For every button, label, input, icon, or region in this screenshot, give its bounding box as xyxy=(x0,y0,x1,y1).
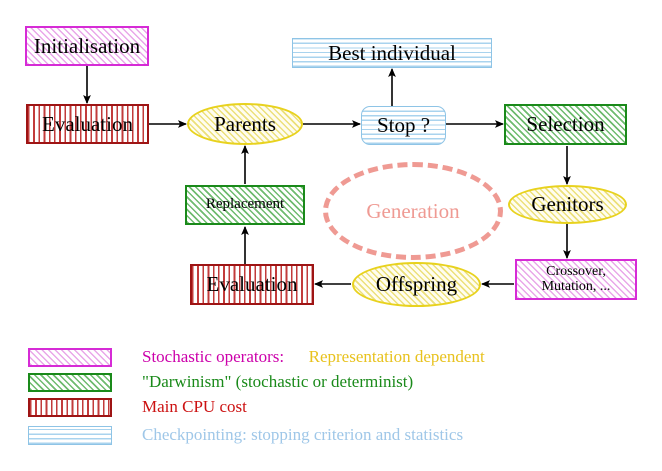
node-parents[interactable]: Parents xyxy=(187,103,303,145)
legend-label-darwinism: "Darwinism" (stochastic or determinist) xyxy=(142,372,414,391)
node-parents-label: Parents xyxy=(214,111,276,136)
legend-row-stochastic-operators: Stochastic operators: Representation dep… xyxy=(28,344,485,370)
node-replacement[interactable]: Replacement xyxy=(185,185,305,225)
node-genitors-label: Genitors xyxy=(531,192,604,217)
legend: Stochastic operators: Representation dep… xyxy=(0,336,662,471)
node-best-individual-label: Best individual xyxy=(328,40,456,65)
node-crossover-mutation[interactable]: Crossover, Mutation, ... xyxy=(515,259,637,300)
node-initialisation-label: Initialisation xyxy=(33,33,141,58)
legend-row-checkpointing: Checkpointing: stopping criterion and st… xyxy=(28,422,463,448)
node-replacement-label: Replacement xyxy=(205,196,285,213)
node-genitors[interactable]: Genitors xyxy=(508,185,627,224)
node-crossover-line-2: Mutation, ... xyxy=(541,278,611,294)
legend-label-representation-dependent: Representation dependent xyxy=(308,347,485,366)
legend-row-darwinism: "Darwinism" (stochastic or determinist) xyxy=(28,369,413,395)
node-selection[interactable]: Selection xyxy=(504,104,627,145)
node-stop[interactable]: Stop ? xyxy=(361,106,446,145)
node-stop-label: Stop ? xyxy=(376,113,431,138)
legend-label-checkpointing: Checkpointing: stopping criterion and st… xyxy=(142,425,464,444)
node-selection-label: Selection xyxy=(526,112,605,137)
legend-swatch-green-diagonal-hatch xyxy=(28,372,112,392)
node-evaluation-bottom[interactable]: Evaluation xyxy=(190,264,314,305)
legend-text-stochastic-operators: Stochastic operators: Representation dep… xyxy=(142,347,485,367)
legend-row-main-cpu-cost: Main CPU cost xyxy=(28,394,247,420)
node-offspring-label: Offspring xyxy=(375,272,458,297)
node-generation-label: Generation xyxy=(366,198,460,223)
legend-label-main-cpu-cost: Main CPU cost xyxy=(142,397,247,416)
legend-label-stochastic-operators: Stochastic operators: xyxy=(142,347,285,366)
node-evaluation-top[interactable]: Evaluation xyxy=(26,104,149,144)
node-initialisation[interactable]: Initialisation xyxy=(25,26,149,66)
node-best-individual[interactable]: Best individual xyxy=(292,38,492,68)
legend-swatch-red-vertical-lines xyxy=(28,397,112,417)
node-generation-loop: Generation xyxy=(323,162,503,260)
node-evaluation-bottom-label: Evaluation xyxy=(206,272,298,297)
legend-swatch-magenta-diagonal-hatch xyxy=(28,347,112,367)
node-offspring[interactable]: Offspring xyxy=(352,262,481,307)
node-evaluation-top-label: Evaluation xyxy=(42,111,133,136)
node-crossover-line-1: Crossover, xyxy=(546,263,606,279)
legend-swatch-blue-horizontal-lines xyxy=(28,425,112,445)
